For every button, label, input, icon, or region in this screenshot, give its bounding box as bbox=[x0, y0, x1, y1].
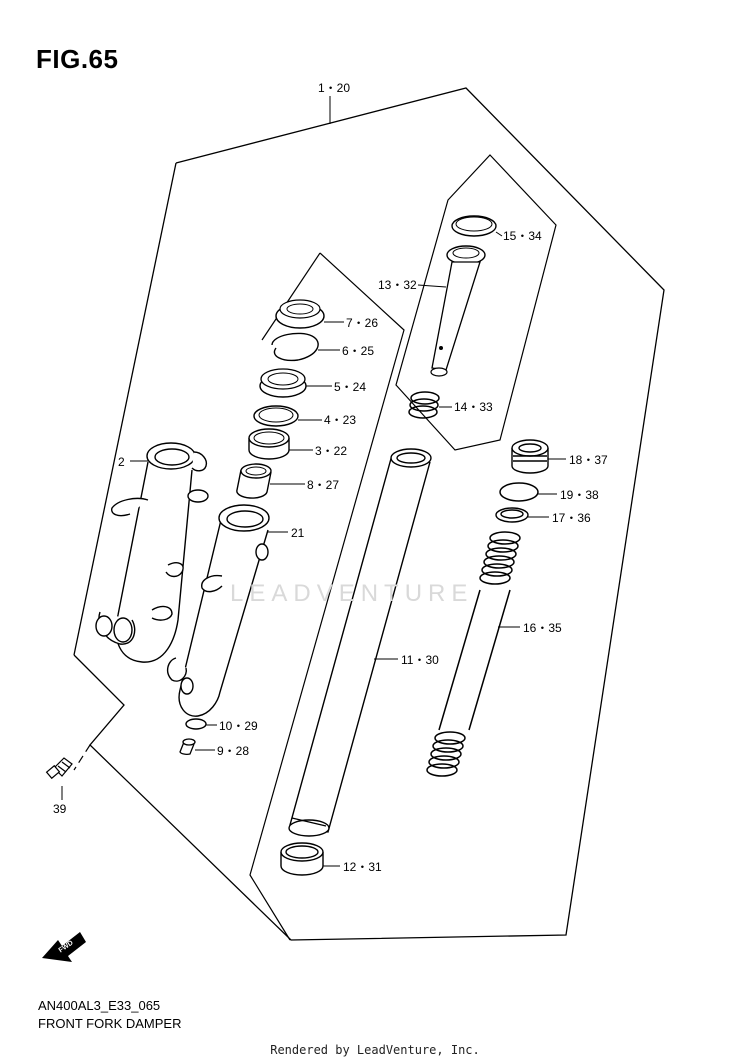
part-13-damper-rod bbox=[430, 245, 486, 377]
part-7-dust-seal bbox=[275, 299, 325, 329]
callout-11-30: 11・30 bbox=[401, 653, 439, 667]
callout-7-26: 7・26 bbox=[346, 316, 378, 330]
part-19-o-ring bbox=[499, 482, 539, 502]
callout-12-31: 12・31 bbox=[343, 860, 382, 874]
callout-21: 21 bbox=[291, 526, 305, 540]
part-2-outer-tube-left bbox=[95, 442, 209, 663]
callout-13-32: 13・32 bbox=[378, 278, 417, 292]
part-5-oil-seal bbox=[259, 368, 307, 398]
callout-16-35: 16・35 bbox=[523, 621, 562, 635]
part-12-bushing bbox=[280, 842, 324, 876]
callout-4-23: 4・23 bbox=[324, 413, 356, 427]
rendered-by-credit: Rendered by LeadVenture, Inc. bbox=[270, 1043, 480, 1057]
part-39-bolt bbox=[45, 757, 73, 780]
part-6-circlip bbox=[271, 332, 319, 362]
callout-15-34: 15・34 bbox=[503, 229, 542, 243]
part-3-guide-bushing bbox=[248, 428, 290, 460]
figure-name: FRONT FORK DAMPER bbox=[38, 1016, 182, 1031]
callout-5-24: 5・24 bbox=[334, 380, 366, 394]
fwd-arrow-icon: FWD bbox=[42, 932, 86, 962]
part-16-fork-spring bbox=[426, 531, 521, 777]
figure-title: FIG.65 bbox=[36, 44, 119, 74]
part-18-cap-bolt bbox=[511, 439, 549, 474]
callout-2: 2 bbox=[118, 455, 125, 469]
part-17-washer bbox=[495, 507, 529, 523]
callout-9-28: 9・28 bbox=[217, 744, 249, 758]
callout-14-33: 14・33 bbox=[454, 400, 493, 414]
part-21-outer-tube-right bbox=[166, 504, 270, 717]
part-4-washer bbox=[253, 405, 299, 427]
part-14-rebound-spring bbox=[408, 391, 440, 419]
watermark-text: LEADVENTURE bbox=[230, 580, 474, 607]
callout-19-38: 19・38 bbox=[560, 488, 599, 502]
callout-18-37: 18・37 bbox=[569, 453, 608, 467]
part-15-ring bbox=[451, 215, 497, 237]
part-8-slide-bushing bbox=[236, 463, 272, 499]
callout-3-22: 3・22 bbox=[315, 444, 347, 458]
outer-assembly-boundary bbox=[73, 87, 665, 941]
outer-boundary-dash bbox=[73, 744, 91, 771]
callout-8-27: 8・27 bbox=[307, 478, 339, 492]
callout-6-25: 6・25 bbox=[342, 344, 374, 358]
damper-rod-boundary bbox=[395, 154, 557, 451]
callout-10-29: 10・29 bbox=[219, 719, 258, 733]
callout-17-36: 17・36 bbox=[552, 511, 591, 525]
seal-group-boundary bbox=[249, 252, 405, 941]
callout-39: 39 bbox=[53, 802, 67, 816]
part-10-gasket bbox=[185, 718, 207, 730]
part-9-bolt bbox=[179, 738, 196, 755]
model-code: AN400AL3_E33_065 bbox=[38, 998, 161, 1013]
callout-1-20: 1・20 bbox=[318, 81, 350, 95]
part-11-inner-tube bbox=[288, 448, 432, 837]
